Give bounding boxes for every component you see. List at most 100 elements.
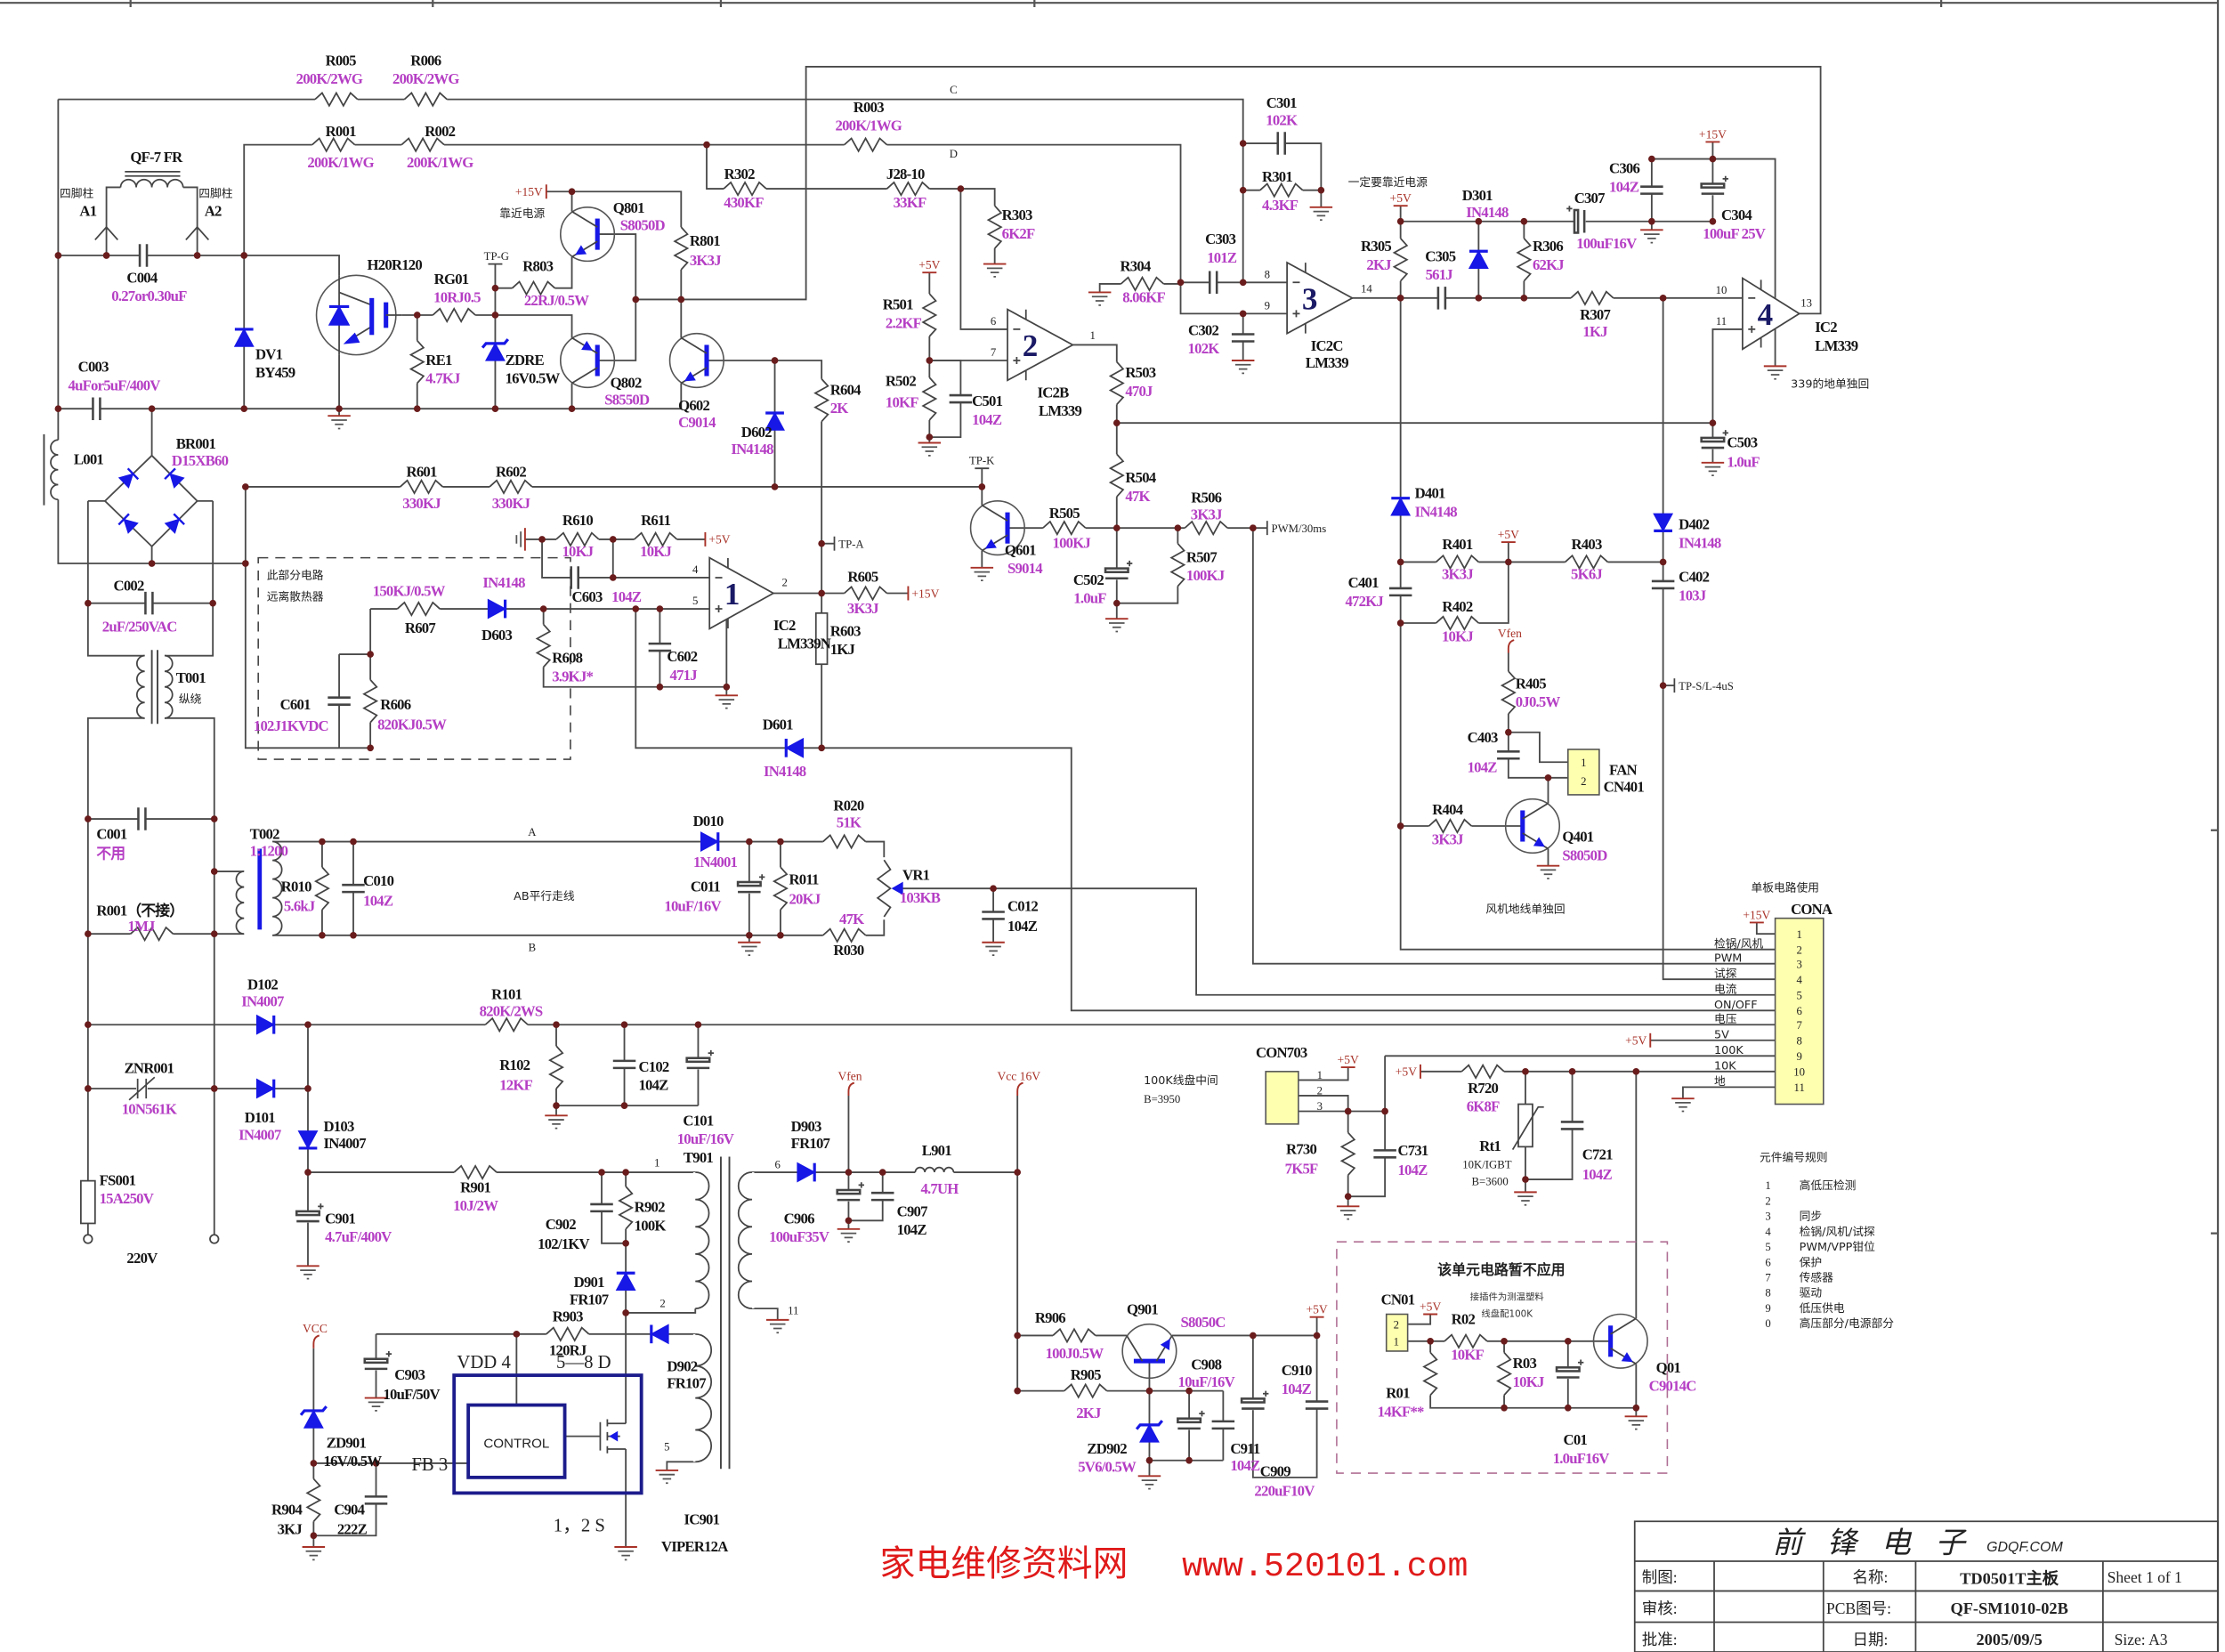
value-R506: 3K3J bbox=[1191, 506, 1222, 523]
ground-icon bbox=[1640, 229, 1663, 244]
symbol-mask bbox=[397, 600, 441, 618]
value-R720: 6K8F bbox=[1467, 1097, 1500, 1114]
resistor-body bbox=[1435, 554, 1479, 571]
transformer-T001-right bbox=[162, 654, 174, 719]
checked-by-label: 审核: bbox=[1642, 1599, 1678, 1617]
electrolytic-capacitor-C01 bbox=[1555, 1359, 1584, 1380]
sheet-size: Size: A3 bbox=[2115, 1631, 2168, 1648]
capacitor-plates bbox=[570, 566, 579, 589]
junction-dot bbox=[622, 1169, 629, 1176]
schematic-stroke bbox=[312, 1334, 320, 1348]
note-unused-2: 线盘配100K bbox=[1481, 1308, 1533, 1320]
junction-dot bbox=[978, 483, 986, 490]
ground-icon bbox=[1137, 1475, 1161, 1490]
junction-dot bbox=[1505, 558, 1512, 566]
designator-R030: R030 bbox=[833, 942, 863, 959]
designator-R803: R803 bbox=[522, 258, 553, 275]
designator-C003: C003 bbox=[78, 359, 109, 376]
rule-number: 5 bbox=[1765, 1241, 1770, 1253]
pin-number: 1 bbox=[1394, 1336, 1399, 1348]
ground-icon bbox=[837, 1227, 861, 1243]
capacitor-plates bbox=[144, 591, 154, 615]
test-point-label: TP-S/L-4uS bbox=[1679, 680, 1734, 692]
value-ZDRE: 16V0.5W bbox=[506, 370, 561, 387]
rule-number: 3 bbox=[1765, 1211, 1770, 1223]
power-label-p5v: +5V bbox=[1396, 1065, 1417, 1079]
capacitor-positive-plate bbox=[1555, 1366, 1581, 1373]
ground-icon bbox=[545, 1114, 568, 1130]
resistor-body bbox=[400, 478, 444, 495]
wire bbox=[597, 233, 637, 361]
diode-D301 bbox=[1468, 249, 1489, 269]
junction-dot bbox=[210, 868, 218, 875]
capacitor-positive-plate bbox=[1700, 436, 1726, 443]
note-fan-ground: 风机地线单独回 bbox=[1485, 903, 1565, 916]
junction-dot bbox=[1112, 524, 1121, 531]
designator-R730: R730 bbox=[1286, 1140, 1316, 1157]
symbol-mask bbox=[870, 1193, 896, 1201]
transformer-core-T001 bbox=[150, 650, 158, 725]
value-C731: 104Z bbox=[1397, 1162, 1428, 1178]
cona-pin-number: 11 bbox=[1794, 1081, 1805, 1094]
ic-pin-label: FB 3 bbox=[411, 1455, 448, 1475]
value-ZNR001: 10N561K bbox=[122, 1101, 177, 1118]
designator-R502: R502 bbox=[886, 373, 916, 390]
junction-dot bbox=[336, 405, 343, 413]
ground-icon bbox=[715, 694, 739, 709]
wire bbox=[164, 500, 214, 657]
symbol-mask bbox=[1436, 553, 1479, 571]
value-R304: 8.06KF bbox=[1122, 289, 1165, 306]
designator-C002: C002 bbox=[114, 577, 144, 594]
ground-icon bbox=[1536, 864, 1560, 879]
power-label-p5v: +5V bbox=[1306, 1303, 1327, 1316]
ground-icon bbox=[1309, 206, 1333, 222]
power-label-p15v: +15V bbox=[911, 587, 939, 600]
diode-triangle bbox=[700, 831, 720, 852]
drawing-date: 2005/09/5 bbox=[1976, 1631, 2042, 1648]
wire bbox=[57, 99, 246, 564]
symbol-mask bbox=[485, 1016, 529, 1033]
designator-D103: D103 bbox=[324, 1118, 354, 1135]
symbol-mask bbox=[1559, 1122, 1585, 1130]
value-IC2B: LM339 bbox=[1039, 402, 1082, 419]
resistor-R601 bbox=[400, 478, 444, 496]
junction-dot bbox=[1520, 217, 1528, 225]
winding bbox=[695, 1332, 713, 1463]
junction-dot bbox=[1239, 186, 1247, 194]
junction-dot bbox=[1501, 1404, 1508, 1412]
resistor-R304 bbox=[1120, 275, 1164, 293]
designator-R011: R011 bbox=[789, 871, 819, 887]
symbol-mask bbox=[1053, 1326, 1096, 1344]
designator-D401: D401 bbox=[1415, 485, 1445, 502]
designator-R506: R506 bbox=[1191, 489, 1221, 506]
winding bbox=[119, 178, 184, 188]
test-point-label: TP-K bbox=[969, 454, 995, 466]
wire bbox=[243, 143, 1288, 409]
resistor-RE1 bbox=[409, 340, 426, 385]
resistor-R901 bbox=[453, 1163, 498, 1181]
symbol-mask bbox=[617, 1186, 635, 1229]
resistor-R011 bbox=[772, 866, 789, 911]
value-D602: IN4148 bbox=[731, 441, 773, 458]
power-label-p15v: +15V bbox=[1743, 908, 1770, 921]
value-C909: 220uF10V bbox=[1254, 1483, 1315, 1500]
symbol-mask bbox=[886, 180, 930, 198]
designator-D102: D102 bbox=[247, 976, 278, 992]
symbol-mask bbox=[409, 340, 426, 384]
value-R404: 3K3J bbox=[1432, 831, 1463, 848]
designator-C602: C602 bbox=[667, 648, 697, 665]
value-C903: 10uF/50V bbox=[383, 1386, 440, 1403]
power-label-p5v: +5V bbox=[1625, 1034, 1646, 1048]
resistor-R402 bbox=[1435, 614, 1479, 632]
pin-number: 4 bbox=[692, 563, 699, 576]
junction-dot bbox=[310, 1460, 318, 1467]
schematic-stroke bbox=[985, 945, 1001, 956]
diode-D901 bbox=[615, 1271, 636, 1292]
schematic-stroke bbox=[1339, 1210, 1356, 1220]
designator-C302: C302 bbox=[1188, 321, 1218, 338]
resistor-R501 bbox=[920, 293, 938, 337]
resistor-body bbox=[400, 136, 445, 153]
resistor-R401 bbox=[1435, 553, 1479, 571]
